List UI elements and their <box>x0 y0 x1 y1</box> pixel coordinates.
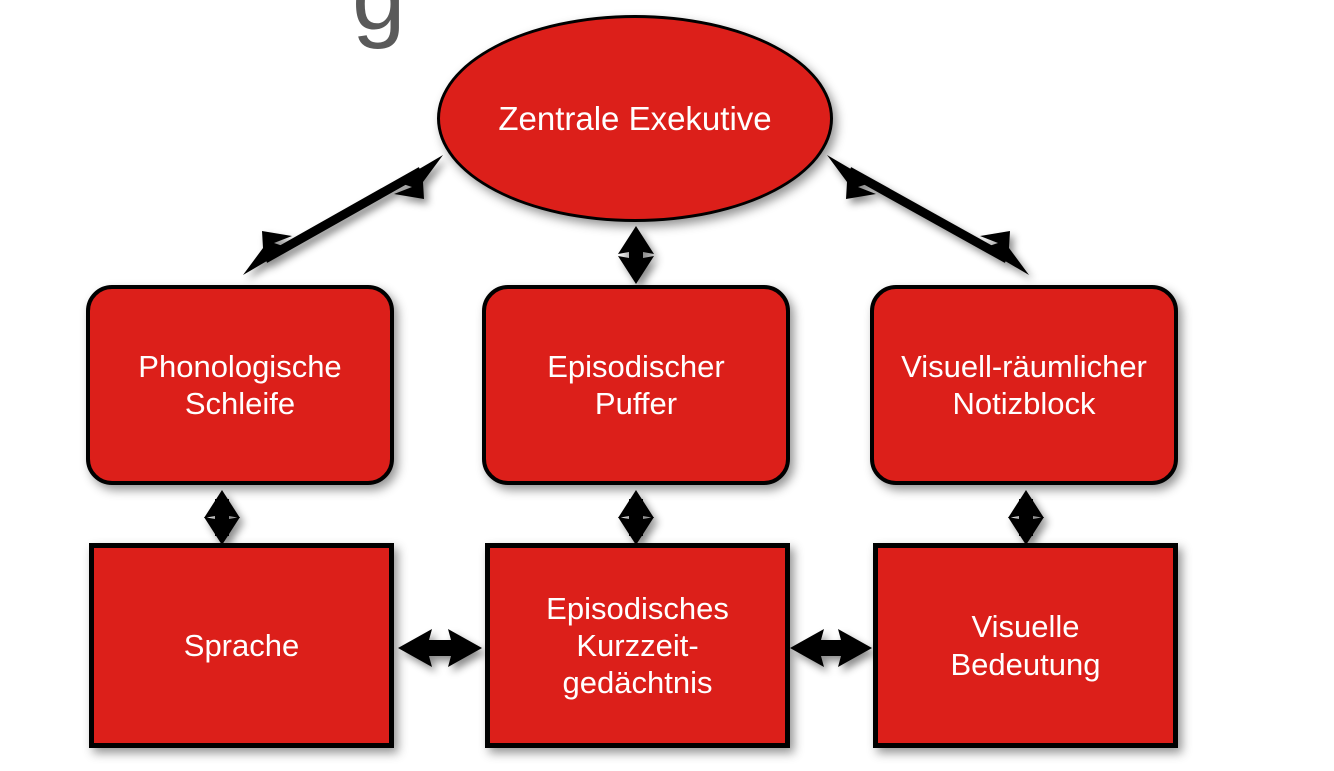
arrow-central-to-visuospatial <box>827 155 1029 275</box>
arrow-phonological-to-language <box>204 490 240 545</box>
node-language[interactable]: Sprache <box>89 543 394 748</box>
node-episodic-short-term-memory-label: Episodisches Kurzzeit- gedächtnis <box>546 590 729 701</box>
node-episodic-short-term-memory[interactable]: Episodisches Kurzzeit- gedächtnis <box>485 543 790 748</box>
node-visual-semantics[interactable]: Visuelle Bedeutung <box>873 543 1178 748</box>
cut-off-title-glyph: g <box>352 0 405 52</box>
node-central-executive[interactable]: Zentrale Exekutive <box>437 15 833 222</box>
arrow-central-to-episodic-buffer <box>618 226 654 284</box>
arrow-episodic-buffer-to-ltm <box>618 490 654 545</box>
arrow-language-to-episodic-ltm <box>398 629 482 667</box>
node-visual-semantics-label: Visuelle Bedeutung <box>950 609 1101 682</box>
arrow-visuospatial-to-visual-semantics <box>1008 490 1044 545</box>
node-visuospatial-sketchpad[interactable]: Visuell-räumlicher Notizblock <box>870 285 1178 485</box>
node-episodic-buffer-label: Episodischer Puffer <box>547 348 725 421</box>
node-visuospatial-sketchpad-label: Visuell-räumlicher Notizblock <box>901 348 1147 421</box>
node-phonological-loop-label: Phonologische Schleife <box>138 348 342 421</box>
node-central-executive-label: Zentrale Exekutive <box>498 99 772 137</box>
arrow-central-to-phonological <box>243 155 443 275</box>
node-episodic-buffer[interactable]: Episodischer Puffer <box>482 285 790 485</box>
node-language-label: Sprache <box>183 627 300 663</box>
arrow-episodic-ltm-to-visual-semantics <box>790 629 872 667</box>
node-phonological-loop[interactable]: Phonologische Schleife <box>86 285 394 485</box>
